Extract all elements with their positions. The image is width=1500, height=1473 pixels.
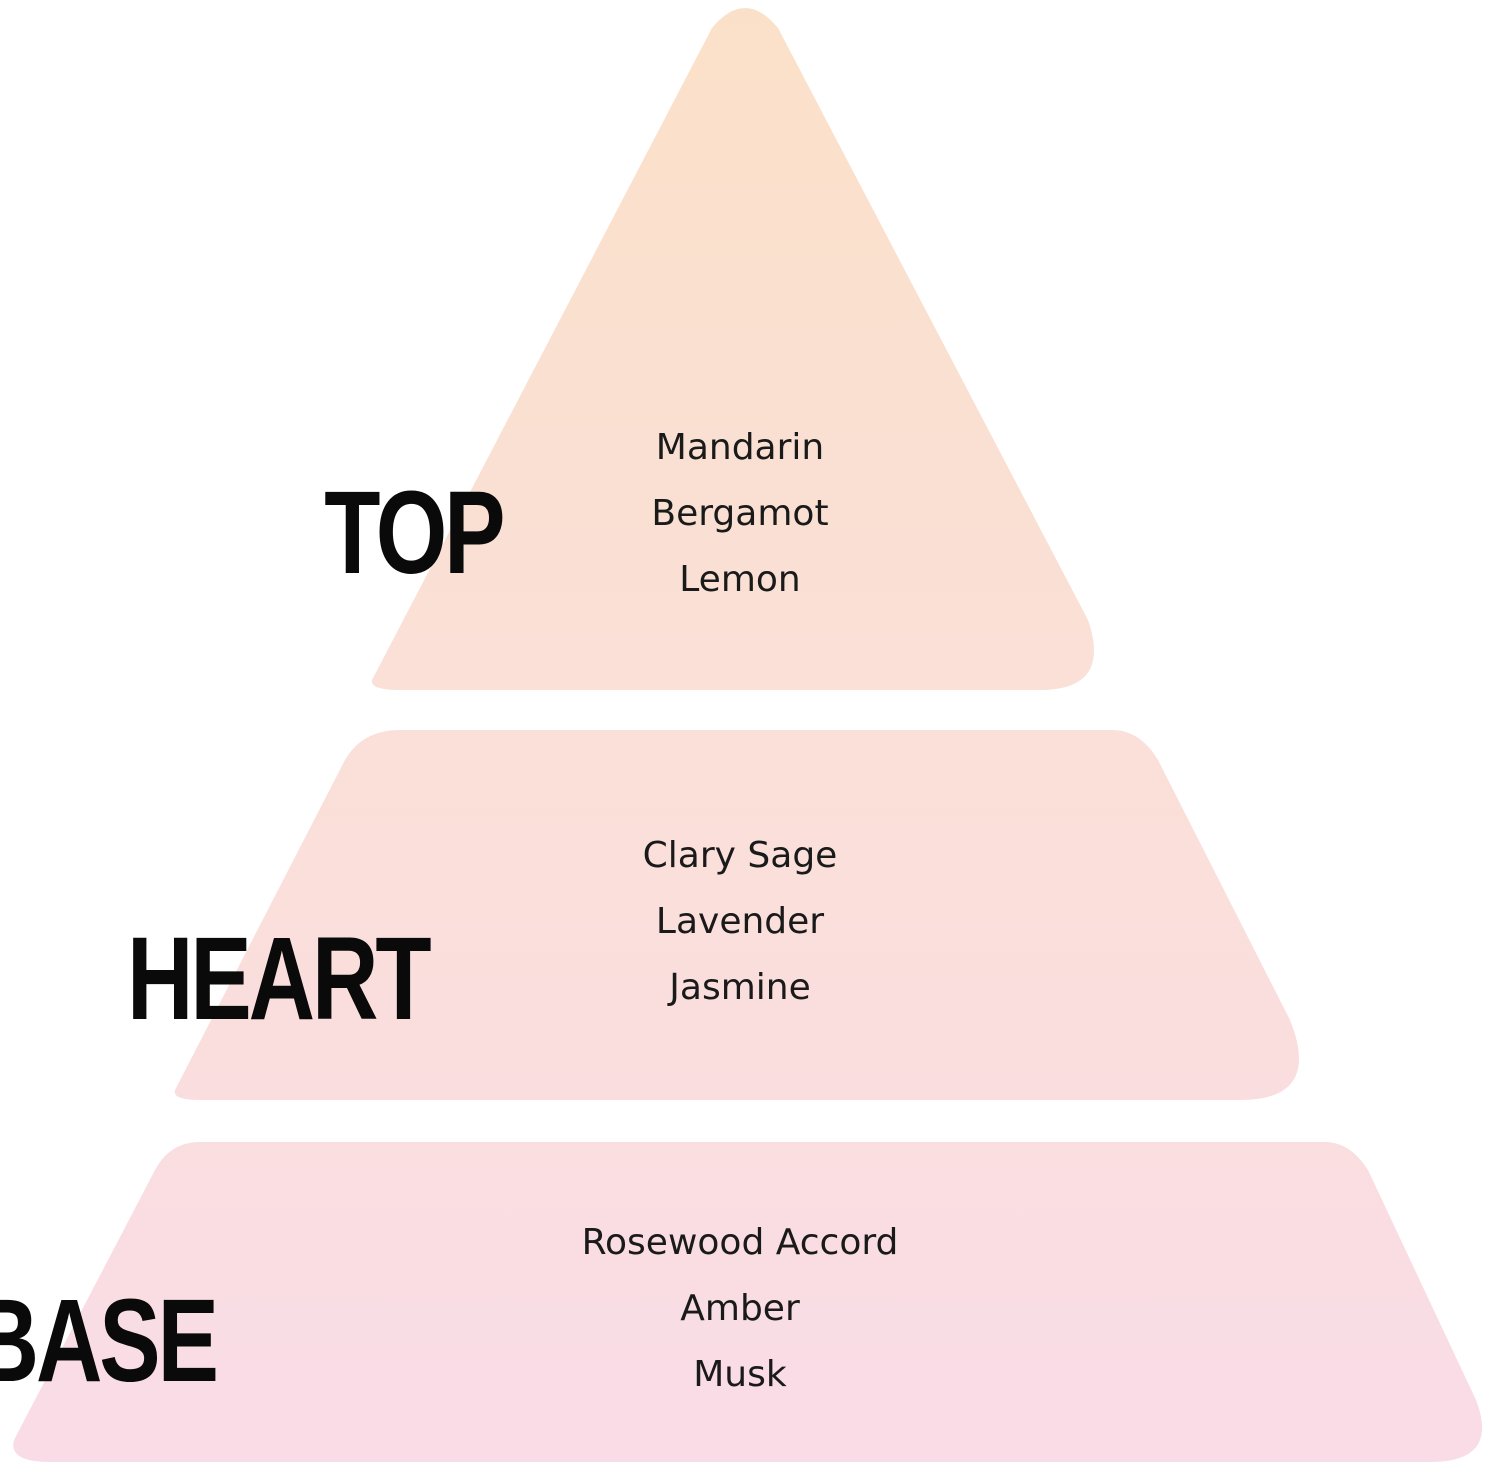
base-tier-shape (13, 1142, 1483, 1462)
note-item: Bergamot (651, 493, 829, 534)
top-tier-shape (371, 8, 1094, 690)
note-item: Lavender (655, 901, 825, 942)
note-item: Lemon (679, 559, 801, 600)
note-item: Rosewood Accord (581, 1222, 899, 1263)
heart-tier-label: HEART (126, 913, 432, 1045)
heart-notes-list: Clary Sage Lavender Jasmine (440, 823, 1040, 1021)
note-item: Jasmine (669, 967, 811, 1008)
separator-lower (177, 1101, 1337, 1142)
note-item: Mandarin (655, 427, 825, 468)
base-notes-list: Rosewood Accord Amber Musk (440, 1210, 1040, 1408)
top-notes-list: Mandarin Bergamot Lemon (440, 415, 1040, 613)
separator-upper (378, 690, 1138, 730)
note-item: Clary Sage (642, 835, 838, 876)
note-item: Musk (693, 1354, 787, 1395)
top-tier-label: TOP (323, 467, 505, 599)
heart-tier-shape (174, 730, 1299, 1100)
base-tier-label: BASE (0, 1275, 219, 1407)
note-item: Amber (680, 1288, 800, 1329)
